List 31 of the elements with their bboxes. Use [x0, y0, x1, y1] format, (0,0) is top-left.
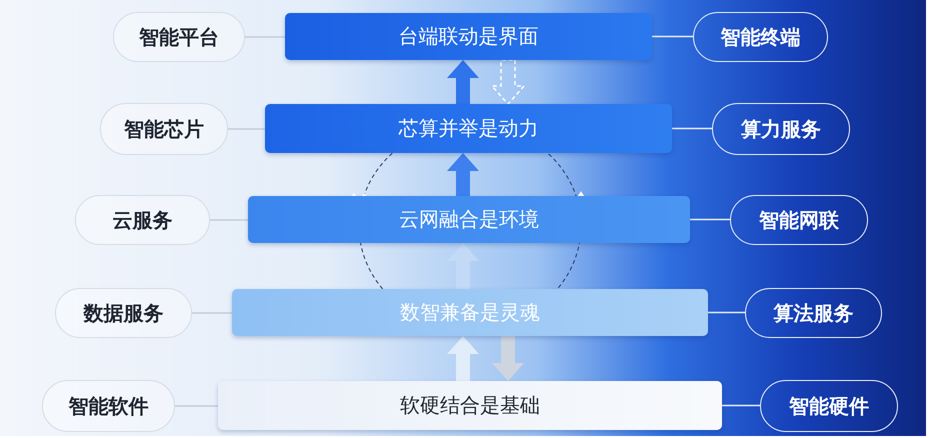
connector-line [245, 36, 285, 38]
layer-bar: 软硬结合是基础 [218, 381, 722, 430]
connector-line [708, 312, 745, 314]
layer-bar: 云网融合是环境 [248, 196, 690, 243]
connector-line [722, 404, 760, 406]
pill-label: 云服务 [75, 195, 210, 245]
connector-line [652, 36, 693, 38]
block-arrow [490, 59, 526, 106]
connector-line [672, 128, 712, 130]
pill-label: 智能芯片 [100, 103, 228, 155]
pill-label: 智能网联 [730, 195, 868, 245]
connector-line [210, 219, 248, 221]
pill-label: 数据服务 [55, 288, 192, 338]
pill-label: 算力服务 [712, 103, 850, 155]
connector-line [175, 405, 218, 407]
connector-line [690, 218, 730, 220]
pill-label: 智能软件 [42, 380, 175, 432]
layer-bar: 芯算并举是动力 [265, 104, 672, 153]
pill-label: 算法服务 [745, 288, 882, 338]
block-arrow [492, 336, 524, 381]
pill-label: 智能硬件 [760, 380, 898, 432]
layer-bar: 数智兼备是灵魂 [232, 289, 708, 336]
layer-bar: 台端联动是界面 [285, 13, 652, 60]
block-arrow [447, 60, 479, 104]
block-arrow [447, 243, 479, 289]
connector-line [192, 312, 232, 314]
connector-line [228, 128, 265, 130]
block-arrow [447, 153, 479, 196]
block-arrow [447, 336, 479, 381]
pill-label: 智能平台 [113, 12, 245, 62]
pill-label: 智能终端 [693, 12, 828, 62]
